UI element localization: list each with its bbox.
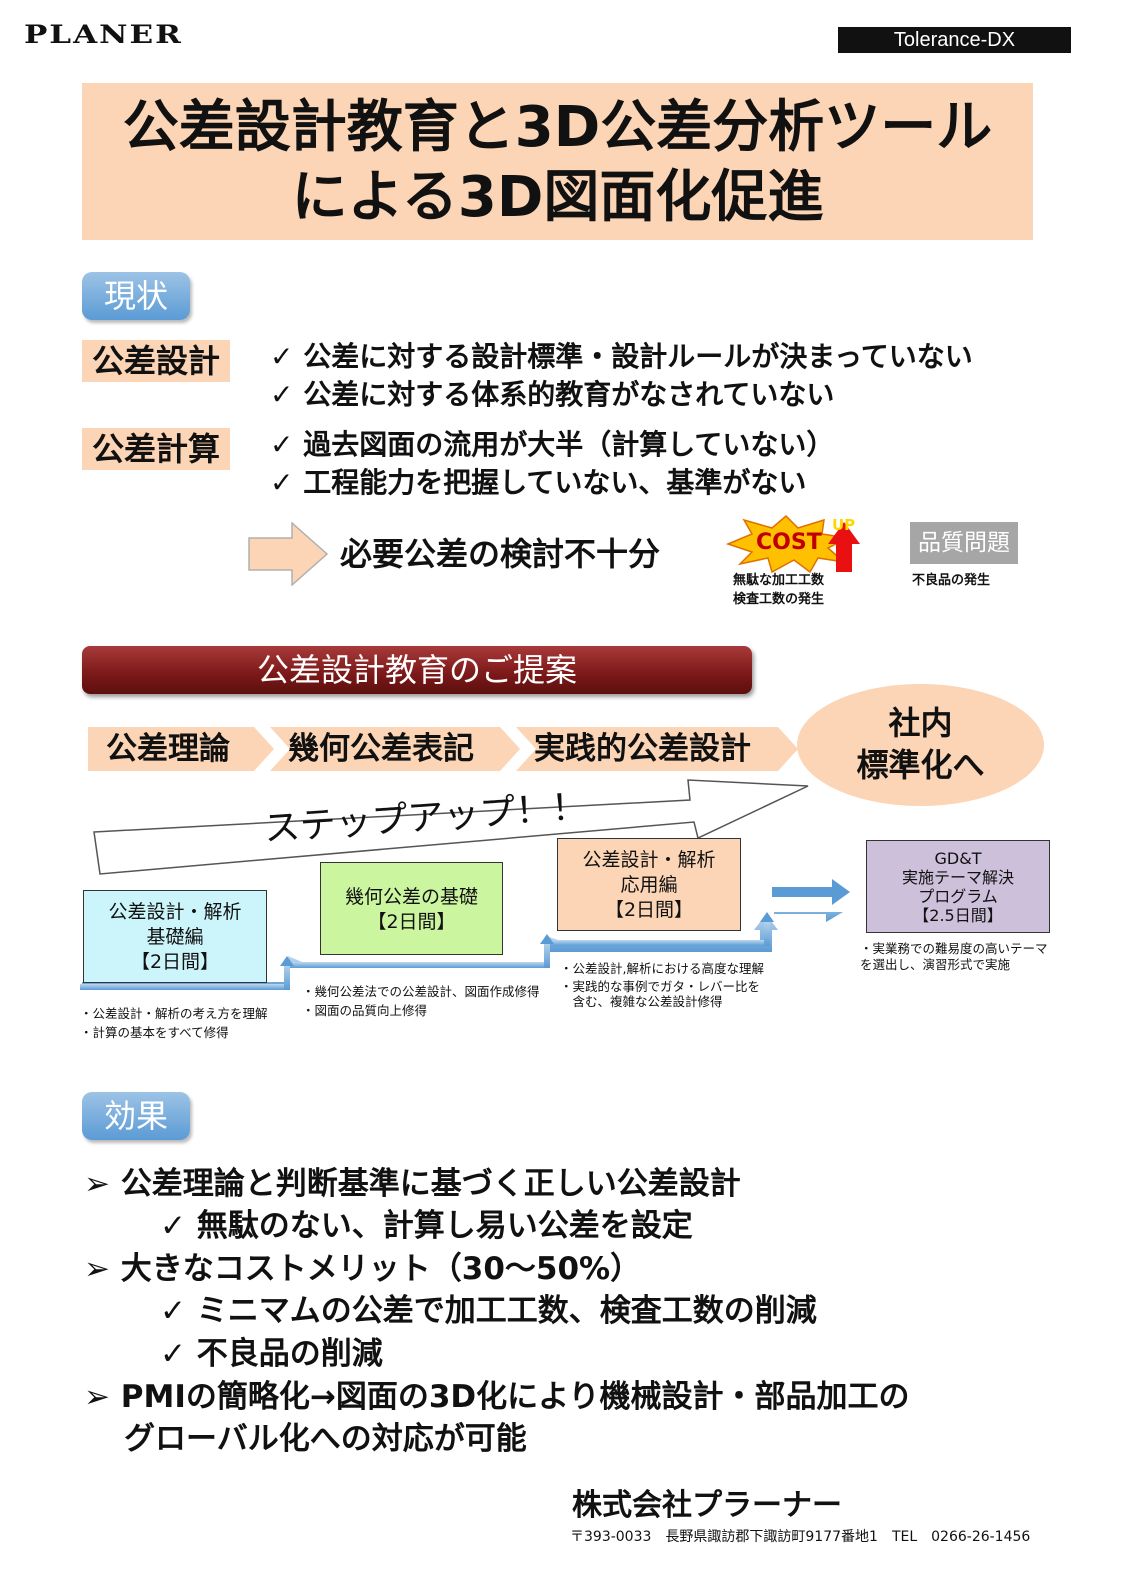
label-tolerance-calc: 公差計算 [82, 428, 231, 470]
cost-note-2: 検査工数の発生 [733, 592, 825, 607]
product-tag: Tolerance-DX [838, 27, 1071, 53]
issue-line: ✓ 過去図面の流用が大半（計算していない） [270, 428, 835, 461]
step-theory: 公差理論 [88, 727, 274, 771]
course-note: 含む、複雑な公差設計修得 [560, 994, 723, 1009]
up-text: UP [832, 516, 856, 534]
company-address: 〒393-0033 長野県諏訪郡下諏訪町9177番地1 TEL 0266-26-… [570, 1529, 1031, 1545]
company-logo: PLANER [24, 20, 183, 50]
check-icon: ✓ [160, 1208, 186, 1244]
effect-line: ✓ 無駄のない、計算し易い公差を設定 [160, 1208, 693, 1244]
course-line: GD&T [934, 849, 982, 868]
effect-line: ➢ PMIの簡略化→図面の3D化により機械設計・部品加工の [84, 1379, 910, 1415]
company-name: 株式会社プラーナー [572, 1488, 842, 1523]
course-line: 【2日間】 [130, 951, 220, 973]
goal-ellipse: 社内 標準化へ [797, 684, 1044, 806]
issue-line: ✓ 公差に対する設計標準・設計ルールが決まっていない [270, 340, 973, 373]
effect-line: ➢ 公差理論と判断基準に基づく正しい公差設計 [84, 1166, 741, 1202]
course-line: 公差設計・解析 [108, 901, 242, 923]
cost-burst-icon [725, 514, 860, 574]
step-practical: 実践的公差設計 [516, 727, 798, 771]
arrow-bullet-icon: ➢ [84, 1166, 110, 1202]
course-basic: 公差設計・解析 基礎編 【2日間】 [83, 890, 267, 983]
course-note: ・公差設計・解析の考え方を理解 [80, 1006, 268, 1021]
course-note: ・実業務での難易度の高いテーマ [860, 941, 1048, 956]
effect-line: ✓ 不良品の削減 [160, 1336, 383, 1372]
effect-line: グローバル化への対応が可能 [124, 1421, 527, 1457]
effects-heading: 効果 [82, 1092, 190, 1140]
course-line: 【2日間】 [367, 911, 456, 933]
goal-line-1: 社内 [888, 704, 953, 742]
check-icon: ✓ [160, 1336, 186, 1372]
cost-note-1: 無駄な加工工数 [733, 573, 825, 588]
course-note: ・幾何公差法での公差設計、図面作成修得 [302, 984, 540, 999]
course-line: 幾何公差の基礎 [344, 886, 478, 908]
title-line-2: による3D図面化促進 [291, 165, 824, 230]
course-note: を選出し、演習形式で実施 [860, 957, 1011, 972]
issue-line: ✓ 公差に対する体系的教育がなされていない [270, 378, 835, 411]
course-note: ・実践的な事例でガタ・レバー比を [560, 979, 761, 994]
course-gdt-program: GD&T 実施テーマ解決 プログラム 【2.5日間】 [866, 840, 1050, 933]
effect-line: ➢ 大きなコストメリット（30～50%） [84, 1251, 642, 1287]
title-line-1: 公差設計教育と3D公差分析ツール [122, 95, 993, 160]
check-icon: ✓ [160, 1293, 186, 1329]
right-arrow-icon [772, 879, 850, 905]
quality-note: 不良品の発生 [912, 573, 991, 588]
course-line: 実施テーマ解決 [901, 868, 1014, 887]
arrow-bullet-icon: ➢ [84, 1379, 110, 1415]
cost-text: COST [756, 530, 822, 555]
stair-arrow-icon [80, 912, 844, 990]
course-note: ・図面の品質向上修得 [302, 1003, 428, 1018]
course-line: 【2日間】 [604, 899, 694, 921]
effect-line: ✓ ミニマムの公差で加工工数、検査工数の削減 [160, 1293, 817, 1329]
current-heading: 現状 [82, 272, 190, 320]
page-title: 公差設計教育と3D公差分析ツール による3D図面化促進 [82, 83, 1033, 240]
course-gdt-basic: 幾何公差の基礎 【2日間】 [320, 862, 503, 955]
arrow-bullet-icon: ➢ [84, 1251, 110, 1287]
quality-badge: 品質問題 [910, 522, 1018, 564]
course-line: 公差設計・解析 [582, 849, 716, 871]
course-note: ・公差設計,解析における高度な理解 [560, 961, 764, 976]
course-line: プログラム [918, 887, 998, 906]
stepup-arrow-icon [93, 779, 809, 875]
label-tolerance-design: 公差設計 [82, 340, 231, 382]
course-line: 基礎編 [146, 926, 204, 948]
proposal-banner: 公差設計教育のご提案 [82, 646, 752, 694]
course-note: ・計算の基本をすべて修得 [80, 1025, 229, 1040]
goal-line-2: 標準化へ [856, 746, 985, 784]
course-line: 応用編 [620, 874, 678, 896]
right-arrow-icon [248, 522, 328, 586]
conclusion-text: 必要公差の検討不十分 [340, 535, 661, 573]
course-line: 【2.5日間】 [913, 906, 1003, 925]
course-applied: 公差設計・解析 応用編 【2日間】 [557, 838, 741, 931]
issue-line: ✓ 工程能力を把握していない、基準がない [270, 466, 807, 499]
step-gdt-notation: 幾何公差表記 [270, 727, 520, 771]
